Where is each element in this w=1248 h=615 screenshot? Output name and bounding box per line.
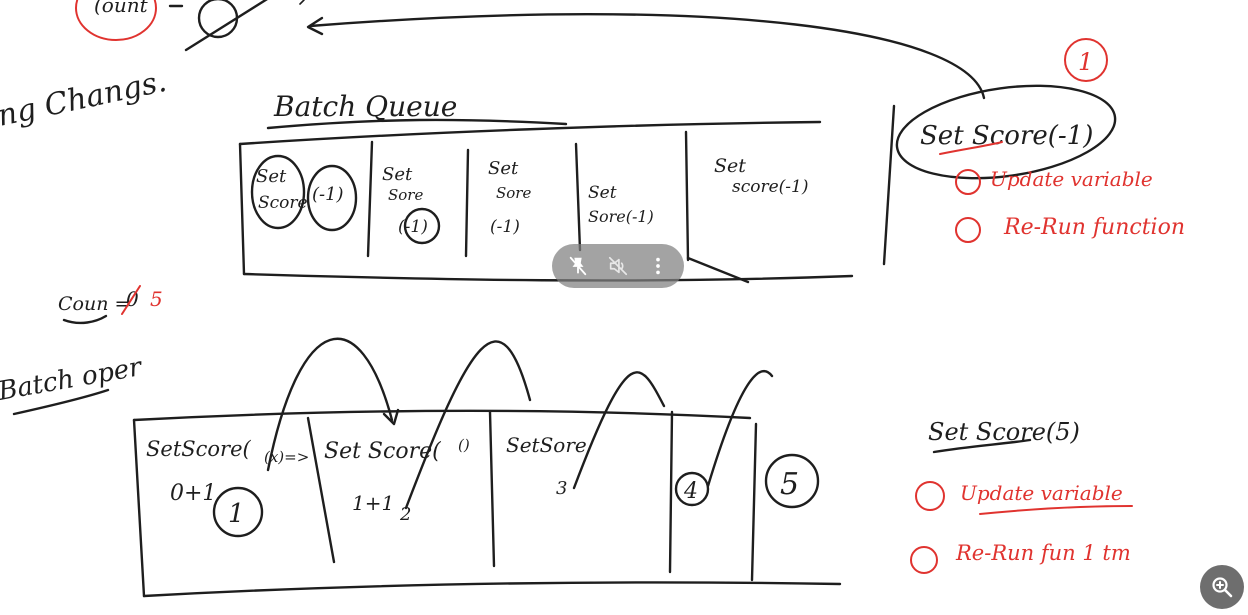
bq-cell-2-line1: Set [382, 164, 413, 185]
zoom-in-button[interactable] [1200, 565, 1244, 609]
bq-cell-2-line2: Sore [388, 186, 423, 204]
bq-cell-4-line1: Set [588, 183, 617, 203]
top-right-note: 1 Set Score(-1) Update variable Re-Run f… [895, 38, 1185, 243]
top-right-badge: 1 [1078, 48, 1093, 76]
bo-cell-1-work: 0+1 [170, 481, 216, 506]
bo-cell-2-result: 2 [399, 504, 411, 525]
more-vertical-icon [656, 257, 660, 275]
bq-cell-2-arg: (-1) [398, 217, 428, 237]
count-note: Coun = 0 5 [58, 285, 163, 325]
bo-cell-3-call: SetSore [506, 433, 587, 457]
top-right-step-2: Re-Run function [1003, 215, 1185, 240]
top-right-step-1: Update variable [990, 167, 1153, 191]
bq-cell-3-arg: (-1) [490, 217, 520, 237]
bottom-right-step-2: Re-Run fun 1 tm [955, 541, 1131, 565]
player-controls [552, 244, 684, 288]
volume-off-icon [608, 256, 628, 276]
bo-cell-2-arrow: () [458, 436, 470, 454]
count-new-value: 5 [150, 287, 163, 311]
bo-cell-2-call: Set Score( [324, 439, 441, 464]
bq-cell-4-line2: Sore(-1) [588, 207, 654, 226]
bq-cell-1-line1: Set [256, 166, 287, 187]
batch-queue: Batch Queue Set Score (-1) Set Sore (-1)… [238, 90, 896, 284]
batch-ops-title: Batch oper [0, 352, 145, 407]
bq-cell-1-line2: Score [258, 193, 308, 213]
bo-cell-3-result: 3 [556, 478, 567, 499]
pin-off-icon [569, 256, 587, 276]
bottom-right-note: Set Score(5) Update variable Re-Run fun … [910, 418, 1133, 574]
top-strip: (ount [75, 0, 986, 100]
bq-cell-5-line2: score(-1) [732, 177, 809, 197]
bo-cell-2-work: 1+1 [352, 491, 394, 515]
bo-cell-1-result: 1 [228, 499, 245, 529]
zoom-in-icon [1212, 577, 1233, 598]
long-return-arrow [308, 12, 986, 100]
bq-cell-1-arg: (-1) [312, 184, 344, 205]
bq-cell-5-line1: Set [714, 155, 746, 177]
mute-button[interactable] [601, 249, 635, 283]
batch-ops: Batch oper SetScore( (x)=> 0+1 1 Set Sco… [0, 337, 842, 598]
count-label: Coun = [58, 293, 130, 315]
bottom-right-call: Set Score(5) [928, 418, 1080, 446]
bottom-right-step-1: Update variable [960, 481, 1123, 505]
pin-off-button[interactable] [561, 249, 595, 283]
top-right-call: Set Score(-1) [920, 121, 1093, 151]
bo-cell-4-result: 4 [683, 479, 698, 504]
more-options-button[interactable] [641, 249, 675, 283]
bo-cell-1-call: SetScore( [146, 437, 252, 461]
side-label: ng Changs. [0, 64, 170, 134]
bo-cell-1-arrow: (x)=> [264, 448, 309, 466]
bo-cell-5-result: 5 [780, 467, 799, 502]
top-partial-word: (ount [94, 0, 149, 17]
bq-cell-3-line1: Set [488, 158, 519, 179]
batch-queue-title: Batch Queue [273, 90, 457, 123]
bq-cell-3-line2: Sore [496, 184, 531, 202]
